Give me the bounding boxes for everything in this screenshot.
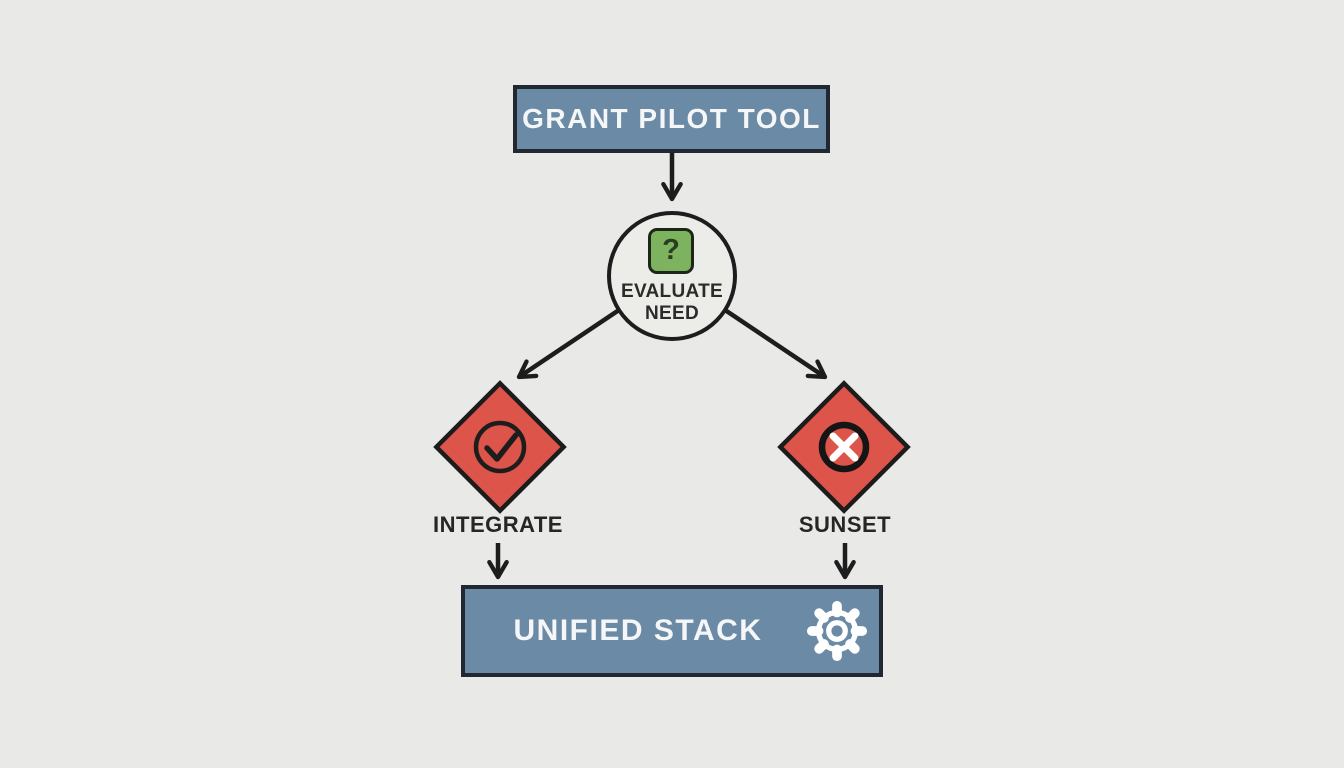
sunset-label: SUNSET (798, 512, 892, 537)
question-mark-icon: ? (648, 228, 694, 274)
x-circle-icon (818, 421, 870, 473)
arrow-evaluate-to-sunset (723, 308, 828, 380)
integrate-label: INTEGRATE (433, 512, 563, 537)
evaluate-need-line1: EVALUATE (621, 281, 723, 302)
evaluate-node-circle (607, 211, 737, 341)
grant-pilot-tool-node: GRANT PILOT TOOL (513, 85, 830, 153)
unified-stack-label: UNIFIED STACK (513, 614, 763, 647)
evaluate-need-line2: NEED (645, 303, 699, 324)
grant-pilot-tool-label: GRANT PILOT TOOL (522, 103, 821, 134)
integrate-diamond (433, 380, 567, 514)
gear-icon (805, 599, 869, 663)
evaluate-need-label: EVALUATE NEED (572, 281, 772, 325)
check-circle-icon (473, 420, 527, 474)
question-glyph: ? (662, 233, 680, 266)
unified-stack-node: UNIFIED STACK (461, 585, 883, 677)
arrow-evaluate-to-integrate (516, 308, 621, 380)
